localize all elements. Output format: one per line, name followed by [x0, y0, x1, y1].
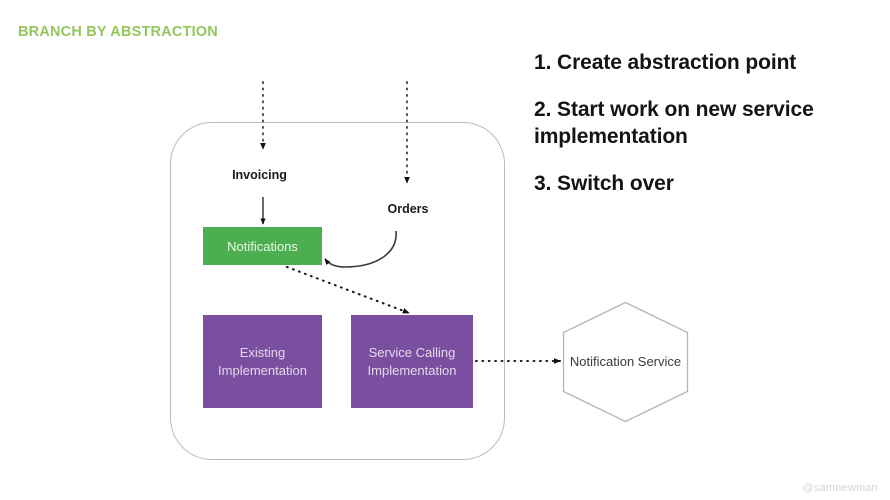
node-invoicing[interactable]: Invoicing — [221, 152, 298, 197]
step-item-3: 3. Switch over — [534, 171, 674, 195]
page-title: BRANCH BY ABSTRACTION — [18, 24, 218, 40]
hexagon-shape — [562, 301, 689, 423]
node-existing-implementation-label: Existing Implementation — [218, 344, 307, 378]
node-existing-implementation[interactable]: Existing Implementation — [203, 315, 322, 408]
node-invoicing-label: Invoicing — [232, 167, 287, 182]
service-boundary — [170, 122, 505, 460]
node-notification-service-label: Notification Service — [569, 354, 682, 370]
node-notification-service[interactable]: Notification Service — [562, 301, 689, 423]
node-notifications[interactable]: Notifications — [203, 227, 322, 265]
step-item-1: 1. Create abstraction point — [534, 51, 797, 74]
node-notifications-label: Notifications — [227, 238, 298, 254]
step-item-2: 2. Start work on new service implementat… — [534, 97, 814, 148]
node-orders-label: Orders — [387, 201, 429, 216]
node-service-calling-implementation[interactable]: Service Calling Implementation — [351, 315, 473, 408]
node-orders[interactable]: Orders — [368, 186, 448, 231]
steps-list: 1. Create abstraction point 2. Start wor… — [534, 50, 874, 218]
watermark: @samnewman — [802, 482, 878, 494]
node-service-calling-implementation-label: Service Calling Implementation — [367, 344, 457, 378]
